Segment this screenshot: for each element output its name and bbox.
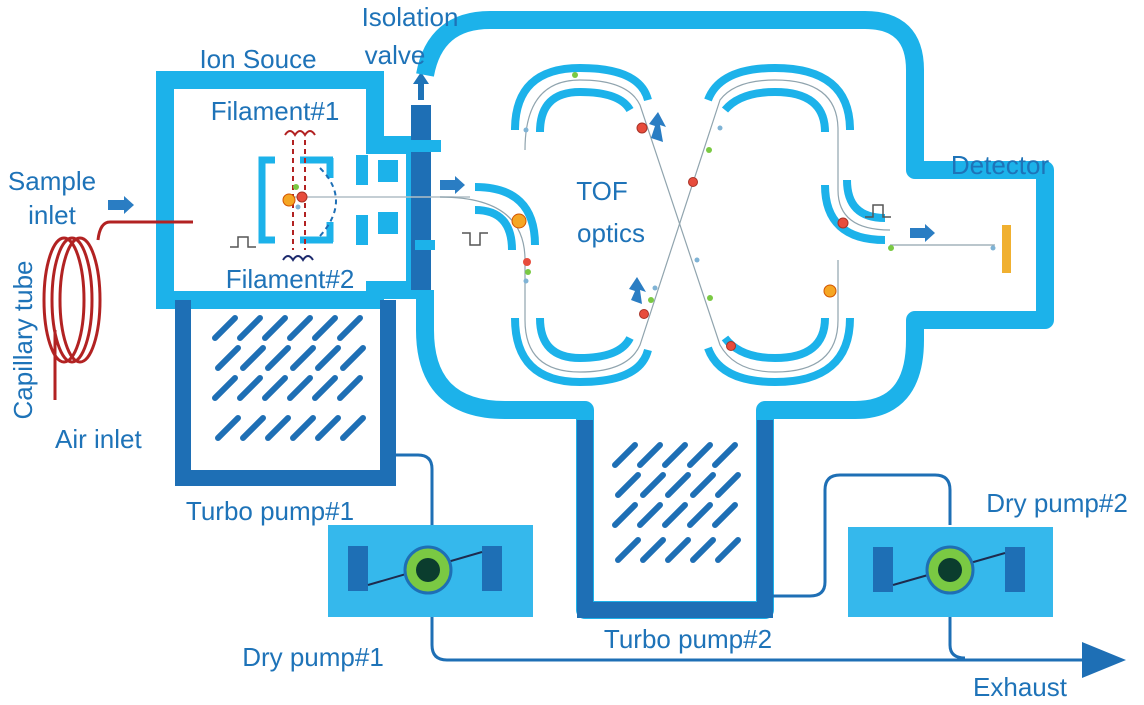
tof-label-line1: TOF [576, 176, 628, 206]
capillary-tube-label: Capillary tube [8, 261, 38, 420]
dry-pump-1-label: Dry pump#1 [242, 642, 384, 672]
detector-label: Detector [951, 150, 1050, 180]
filament-2-label: Filament#2 [226, 264, 355, 294]
valve-up-arrow [413, 72, 429, 84]
tof-entry-arrow [440, 176, 465, 194]
filament-1-coil [284, 130, 316, 137]
isolation-valve-label-line2: valve [365, 40, 426, 70]
tof-entry-pulse [462, 232, 488, 246]
dry-pump-1 [328, 525, 533, 617]
tof-sectors [474, 63, 886, 387]
isolation-valve-label-line1: Isolation [362, 2, 459, 32]
detector-entry-arrow [910, 224, 935, 242]
capillary-tube [42, 220, 193, 400]
exhaust-arrow [1082, 642, 1126, 678]
air-inlet-label: Air inlet [55, 424, 142, 454]
tof-chamber [411, 11, 1054, 619]
sample-inlet-label-line2: inlet [28, 200, 76, 230]
tof-exit-pulse [865, 204, 891, 218]
turbo-pump-1 [175, 300, 396, 486]
filament-2-coil [282, 255, 314, 262]
tof-upper-arrow [649, 112, 666, 142]
ion-source-optics [230, 130, 470, 262]
tof-lower-arrow [629, 277, 646, 304]
turbo-blades-2 [612, 442, 741, 563]
isolation-valve [411, 72, 431, 290]
turbo-pump-1-label: Turbo pump#1 [186, 496, 354, 526]
ion-trajectory [439, 79, 995, 373]
ion-source-pulse [230, 236, 256, 248]
sample-inlet-arrow [108, 196, 134, 214]
tof-label-line2: optics [577, 218, 645, 248]
sample-inlet-label-line1: Sample [8, 166, 96, 196]
dry-pump-2 [848, 527, 1053, 617]
tof-ions [511, 72, 996, 351]
ion-source-label: Ion Souce [199, 44, 316, 74]
exhaust-label: Exhaust [973, 672, 1068, 702]
filament-1-label: Filament#1 [211, 96, 340, 126]
detector-plate [1002, 225, 1011, 273]
turbo-blades-1 [212, 315, 366, 441]
dry-pump-2-label: Dry pump#2 [986, 488, 1128, 518]
vacuum-lines [396, 453, 1085, 662]
turbo-pump-2-label: Turbo pump#2 [604, 624, 772, 654]
